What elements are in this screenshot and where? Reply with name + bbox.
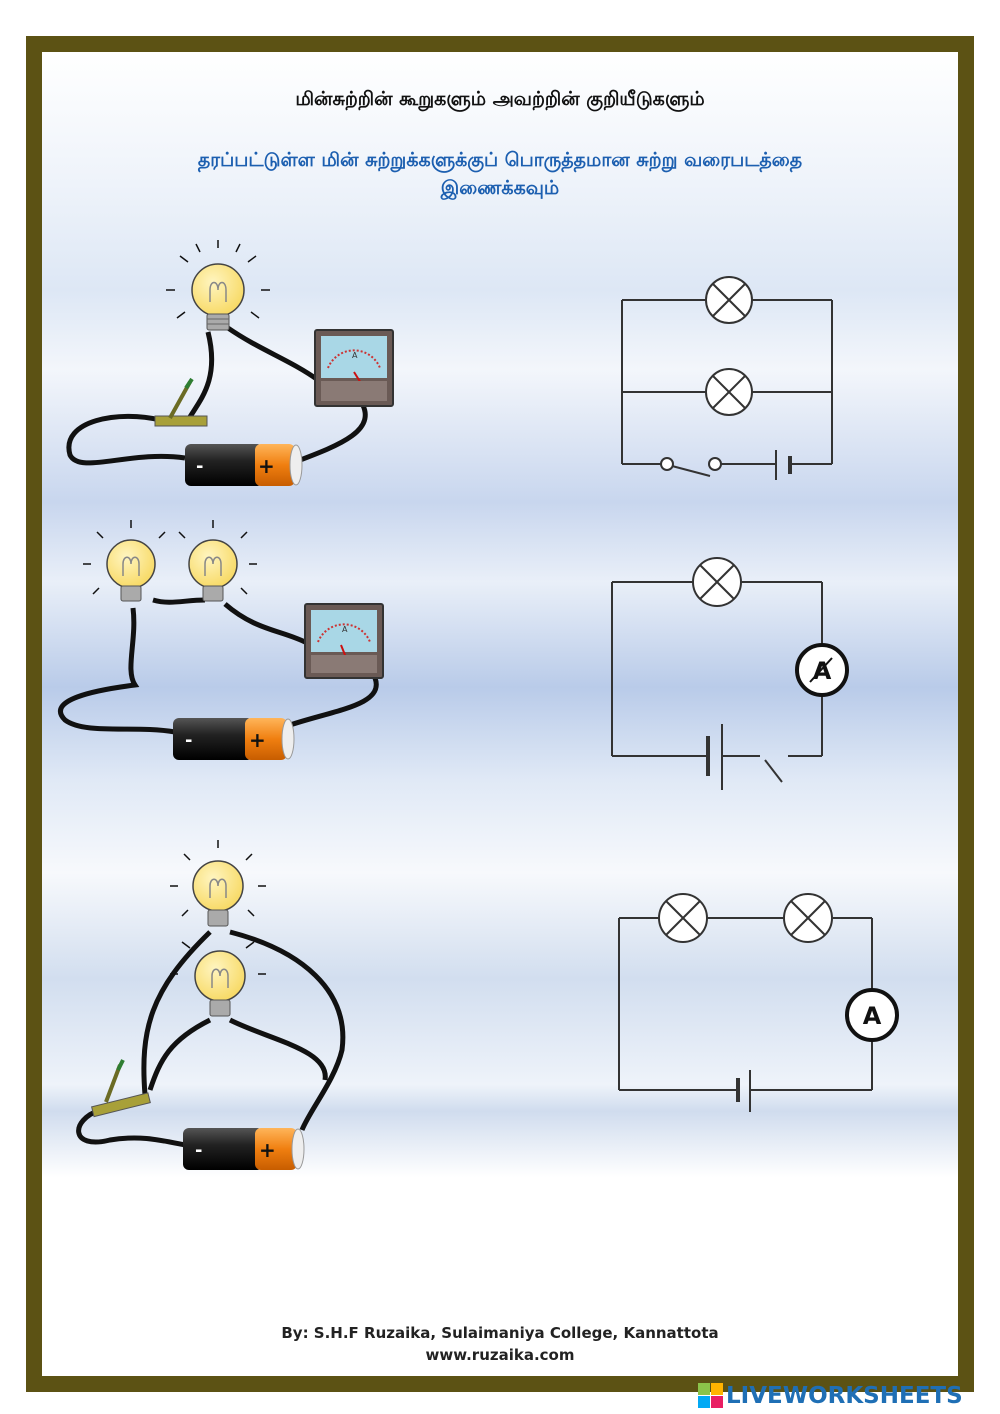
ammeter-symbol: A [845,988,899,1042]
cell-symbol [706,724,723,790]
meter-label: A [352,351,358,360]
lamp-symbol [705,276,753,324]
lamp-symbol [783,893,833,943]
lamp-symbol [705,368,753,416]
circuit-diagram-3[interactable]: A [605,890,905,1120]
lamp-symbol [692,557,742,607]
cell-symbol [775,450,792,480]
liveworksheets-badge-icon [698,1383,723,1408]
battery-negative-sign: - [196,456,203,477]
liveworksheets-text: LIVEWORKSHEETS [726,1383,963,1409]
bulb-icon [83,520,166,602]
circuit-diagram-1[interactable] [610,270,850,490]
bulb-icon [178,520,257,602]
ammeter-symbol: A [795,643,849,697]
bulb-icon [170,941,266,1017]
battery-negative-sign: - [195,1140,202,1161]
battery-icon: - + [173,718,295,760]
page-title: மின்சுற்றின் கூறுகளும் அவற்றின் குறியீடு… [295,88,705,110]
meter-label: A [342,625,348,634]
switch-icon [91,1059,151,1118]
ammeter-symbol-label: A [863,1002,882,1030]
ammeter-icon: A [314,329,394,407]
circuit-picture-1[interactable]: A - + [60,240,420,500]
instruction-text: தரப்பட்டுள்ள மின் சுற்றுக்களுக்குப் பொரு… [60,146,940,202]
battery-icon: - + [185,444,303,486]
instruction-line-1: தரப்பட்டுள்ள மின் சுற்றுக்களுக்குப் பொரு… [197,149,803,171]
circuit-picture-3[interactable]: - + [70,840,370,1180]
switch-symbol [660,457,722,471]
battery-positive-sign: + [249,728,266,752]
cell-symbol [736,1070,751,1112]
website-link[interactable]: www.ruzaika.com [425,1346,575,1364]
lamp-symbol [658,893,708,943]
battery-negative-sign: - [185,730,192,751]
battery-positive-sign: + [259,1138,276,1162]
circuit-diagram-2[interactable]: A [600,550,860,800]
bulb-icon [170,840,266,927]
battery-positive-sign: + [258,454,275,478]
instruction-line-2: இணைக்கவும் [440,177,560,199]
ammeter-icon: A [304,603,384,679]
liveworksheets-logo: LIVEWORKSHEETS [698,1380,963,1412]
author-credit: By: S.H.F Ruzaika, Sulaimaniya College, … [281,1324,719,1342]
battery-icon: - + [183,1128,305,1170]
circuit-picture-2[interactable]: A - + [55,520,415,770]
bulb-icon [166,240,270,331]
switch-icon [154,377,208,427]
